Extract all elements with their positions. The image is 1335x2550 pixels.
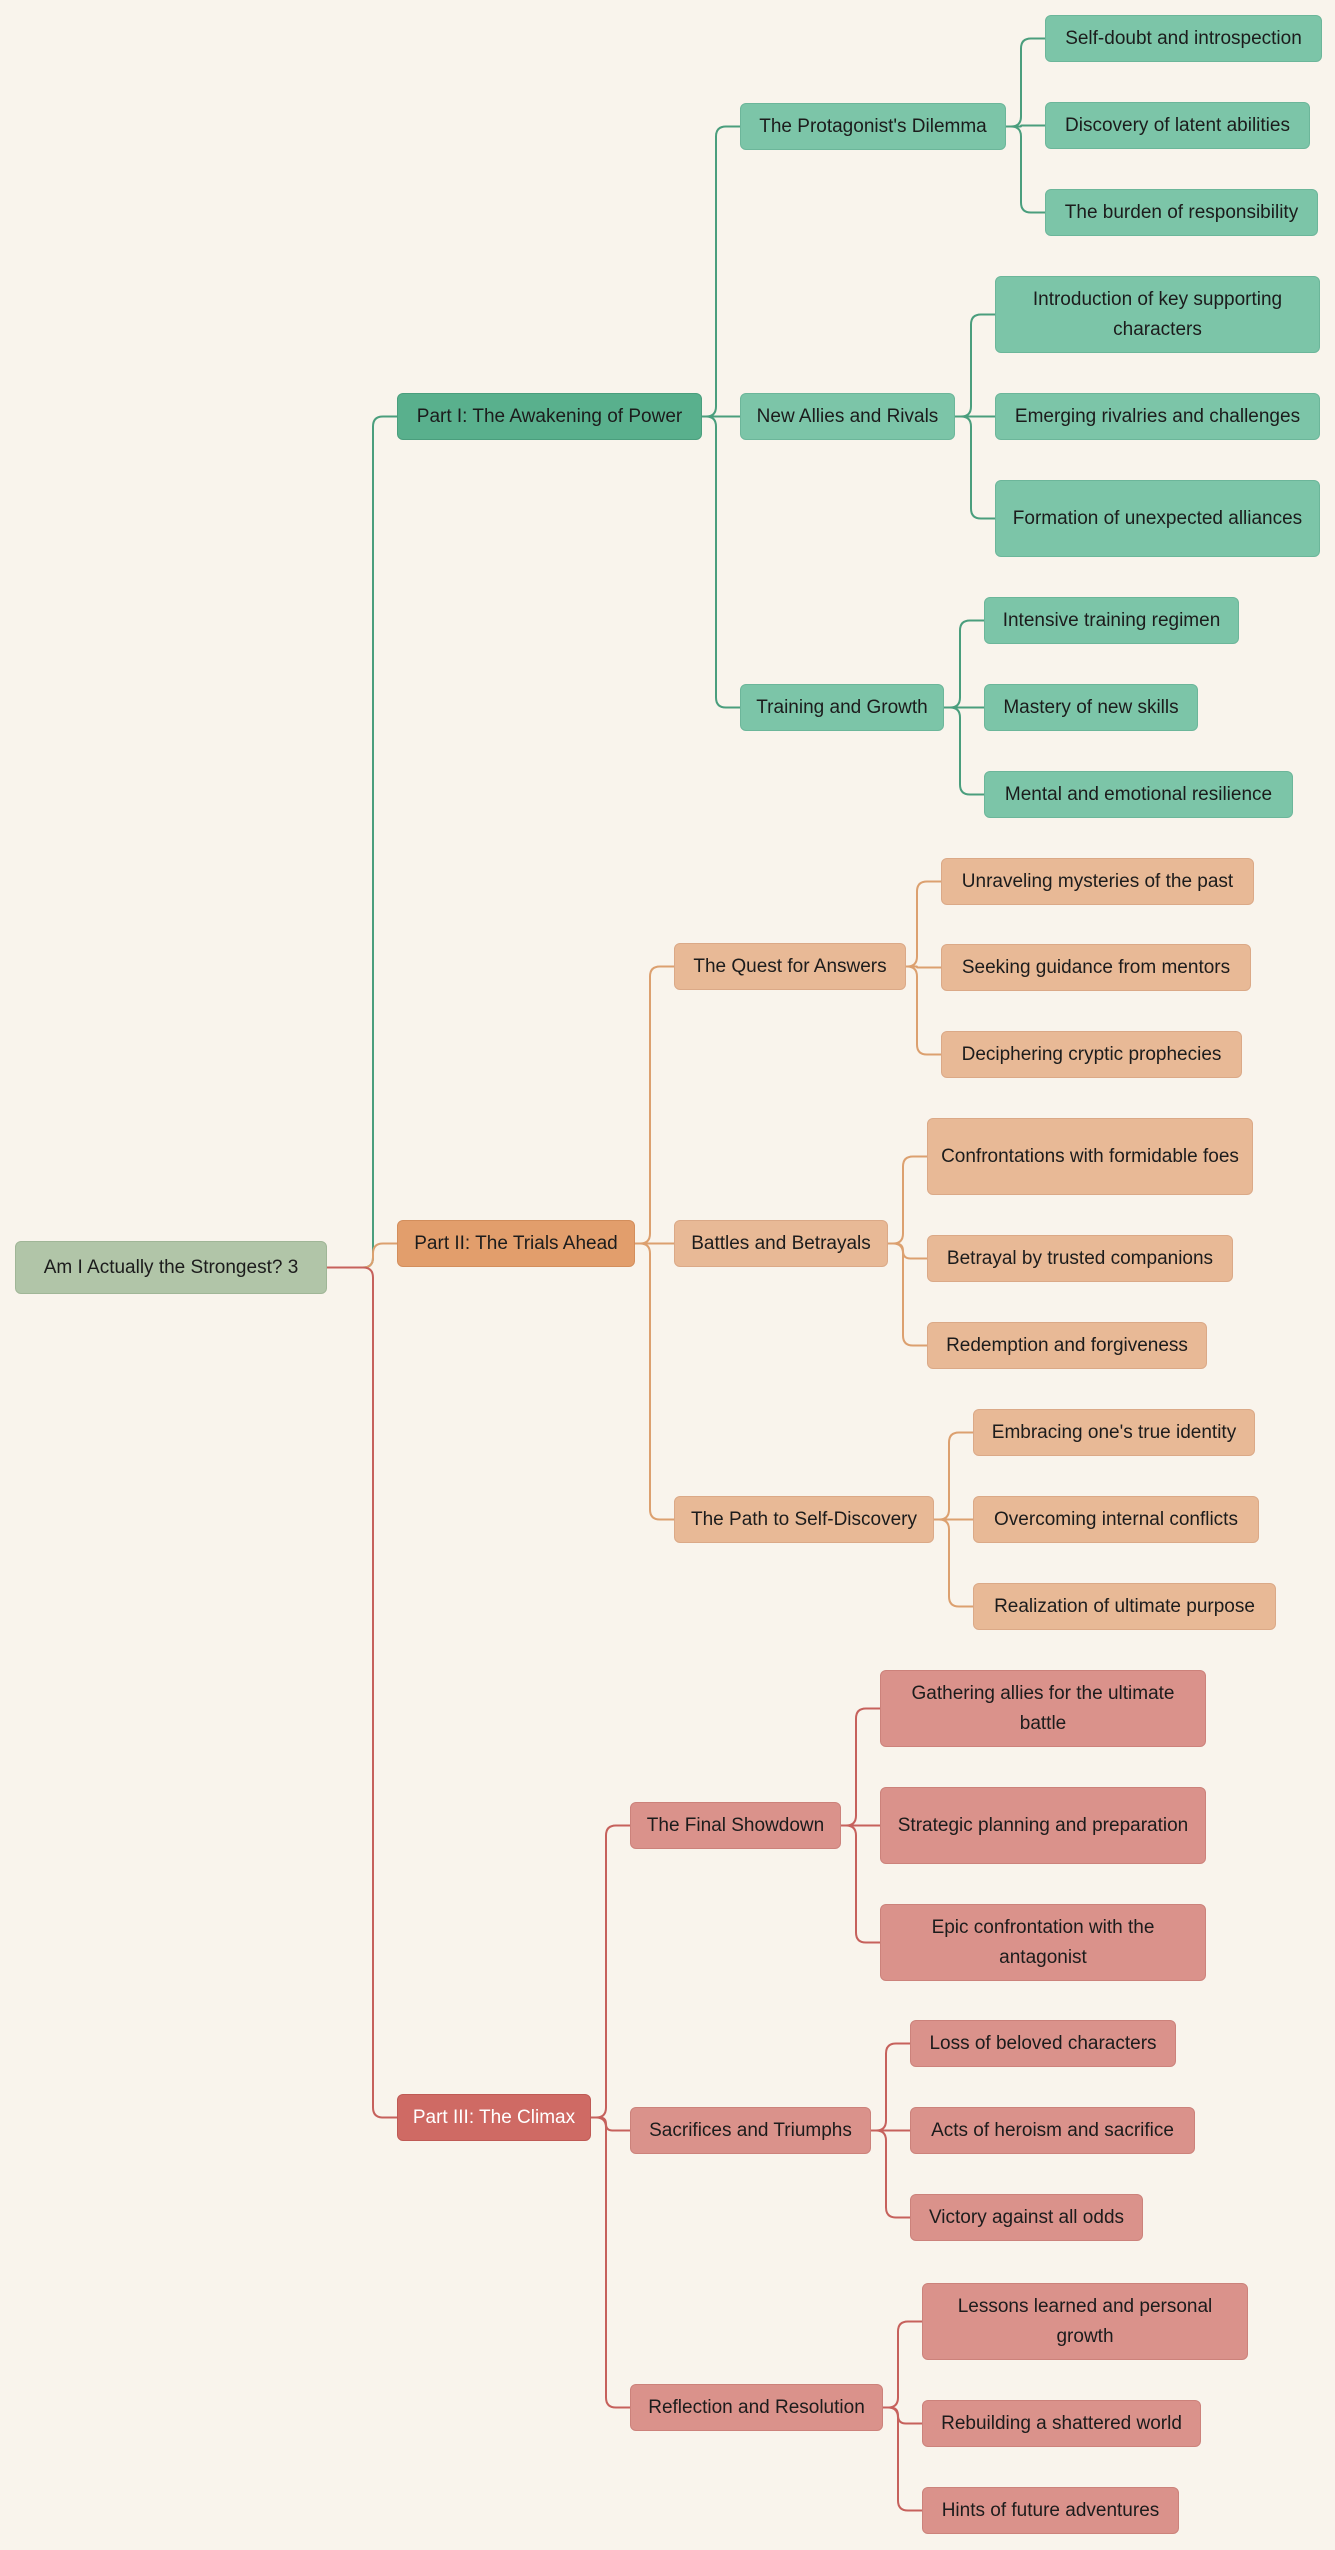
connector-part-3-section-2 [591, 2116, 630, 2132]
section-1-2-node[interactable]: New Allies and Rivals [740, 393, 955, 440]
connector-section-3-1-item-3 [841, 1824, 880, 1944]
item-2-1-1-node[interactable]: Unraveling mysteries of the past [941, 858, 1254, 905]
connector-section-1-1-item-3 [1006, 125, 1045, 214]
item-1-2-1-node[interactable]: Introduction of key supporting character… [995, 276, 1320, 353]
connector-section-3-3-item-2 [883, 2406, 922, 2425]
connector-part-2-section-1 [635, 965, 674, 1245]
connector-section-2-1-item-2 [906, 965, 941, 969]
item-3-3-1-node[interactable]: Lessons learned and personal growth [922, 2283, 1248, 2360]
connector-section-3-3-item-3 [883, 2406, 922, 2512]
item-2-3-2-node[interactable]: Overcoming internal conflicts [973, 1496, 1259, 1543]
connector-section-1-2-item-3 [955, 415, 995, 520]
item-1-1-1-node[interactable]: Self-doubt and introspection [1045, 15, 1322, 62]
connector-section-1-3-item-1 [944, 619, 984, 709]
connector-section-2-2-item-2 [888, 1242, 927, 1260]
connector-section-2-1-item-3 [906, 965, 941, 1056]
item-2-2-3-node[interactable]: Redemption and forgiveness [927, 1322, 1207, 1369]
part-3-node[interactable]: Part III: The Climax [397, 2094, 591, 2141]
connector-section-1-1-item-2 [1006, 124, 1045, 128]
part-2-node[interactable]: Part II: The Trials Ahead [397, 1220, 635, 1267]
item-3-2-2-node[interactable]: Acts of heroism and sacrifice [910, 2107, 1195, 2154]
item-3-3-2-node[interactable]: Rebuilding a shattered world [922, 2400, 1201, 2447]
connector-section-1-2-item-1 [955, 313, 995, 418]
item-2-2-1-node[interactable]: Confrontations with formidable foes [927, 1118, 1253, 1195]
item-1-3-3-node[interactable]: Mental and emotional resilience [984, 771, 1293, 818]
connector-section-2-3-item-3 [934, 1518, 973, 1608]
section-3-2-node[interactable]: Sacrifices and Triumphs [630, 2107, 871, 2154]
item-3-2-1-node[interactable]: Loss of beloved characters [910, 2020, 1176, 2067]
item-3-1-2-node[interactable]: Strategic planning and preparation [880, 1787, 1206, 1864]
connector-section-1-1-item-1 [1006, 37, 1045, 128]
connector-root-part-1 [327, 415, 397, 1269]
section-2-1-node[interactable]: The Quest for Answers [674, 943, 906, 990]
item-1-1-2-node[interactable]: Discovery of latent abilities [1045, 102, 1310, 149]
item-3-3-3-node[interactable]: Hints of future adventures [922, 2487, 1179, 2534]
connector-section-2-2-item-3 [888, 1242, 927, 1347]
item-1-3-2-node[interactable]: Mastery of new skills [984, 684, 1198, 731]
connector-root-part-3 [327, 1266, 397, 2119]
connector-part-1-section-3 [702, 415, 740, 709]
section-3-3-node[interactable]: Reflection and Resolution [630, 2384, 883, 2431]
item-1-3-1-node[interactable]: Intensive training regimen [984, 597, 1239, 644]
item-2-3-1-node[interactable]: Embracing one's true identity [973, 1409, 1255, 1456]
section-2-2-node[interactable]: Battles and Betrayals [674, 1220, 888, 1267]
item-3-2-3-node[interactable]: Victory against all odds [910, 2194, 1143, 2241]
item-2-1-2-node[interactable]: Seeking guidance from mentors [941, 944, 1251, 991]
connector-part-3-section-1 [591, 1824, 630, 2119]
item-1-2-3-node[interactable]: Formation of unexpected alliances [995, 480, 1320, 557]
connector-section-2-3-item-1 [934, 1431, 973, 1521]
item-2-2-2-node[interactable]: Betrayal by trusted companions [927, 1235, 1233, 1282]
connector-part-3-section-3 [591, 2116, 630, 2409]
connector-section-1-3-item-3 [944, 706, 984, 796]
connector-section-3-3-item-1 [883, 2320, 922, 2409]
connector-root-part-2 [327, 1242, 397, 1269]
section-1-1-node[interactable]: The Protagonist's Dilemma [740, 103, 1006, 150]
section-3-1-node[interactable]: The Final Showdown [630, 1802, 841, 1849]
connector-section-2-2-item-1 [888, 1155, 927, 1245]
item-2-1-3-node[interactable]: Deciphering cryptic prophecies [941, 1031, 1242, 1078]
part-1-node[interactable]: Part I: The Awakening of Power [397, 393, 702, 440]
item-3-1-1-node[interactable]: Gathering allies for the ultimate battle [880, 1670, 1206, 1747]
root-node[interactable]: Am I Actually the Strongest? 3 [15, 1241, 327, 1294]
connector-part-2-section-3 [635, 1242, 674, 1521]
item-1-2-2-node[interactable]: Emerging rivalries and challenges [995, 393, 1320, 440]
connector-section-2-1-item-1 [906, 880, 941, 968]
connector-section-3-2-item-1 [871, 2042, 910, 2132]
item-1-1-3-node[interactable]: The burden of responsibility [1045, 189, 1318, 236]
item-2-3-3-node[interactable]: Realization of ultimate purpose [973, 1583, 1276, 1630]
section-2-3-node[interactable]: The Path to Self-Discovery [674, 1496, 934, 1543]
connector-section-3-2-item-3 [871, 2129, 910, 2219]
connector-part-1-section-1 [702, 125, 740, 418]
item-3-1-3-node[interactable]: Epic confrontation with the antagonist [880, 1904, 1206, 1981]
connector-section-3-1-item-1 [841, 1707, 880, 1827]
section-1-3-node[interactable]: Training and Growth [740, 684, 944, 731]
